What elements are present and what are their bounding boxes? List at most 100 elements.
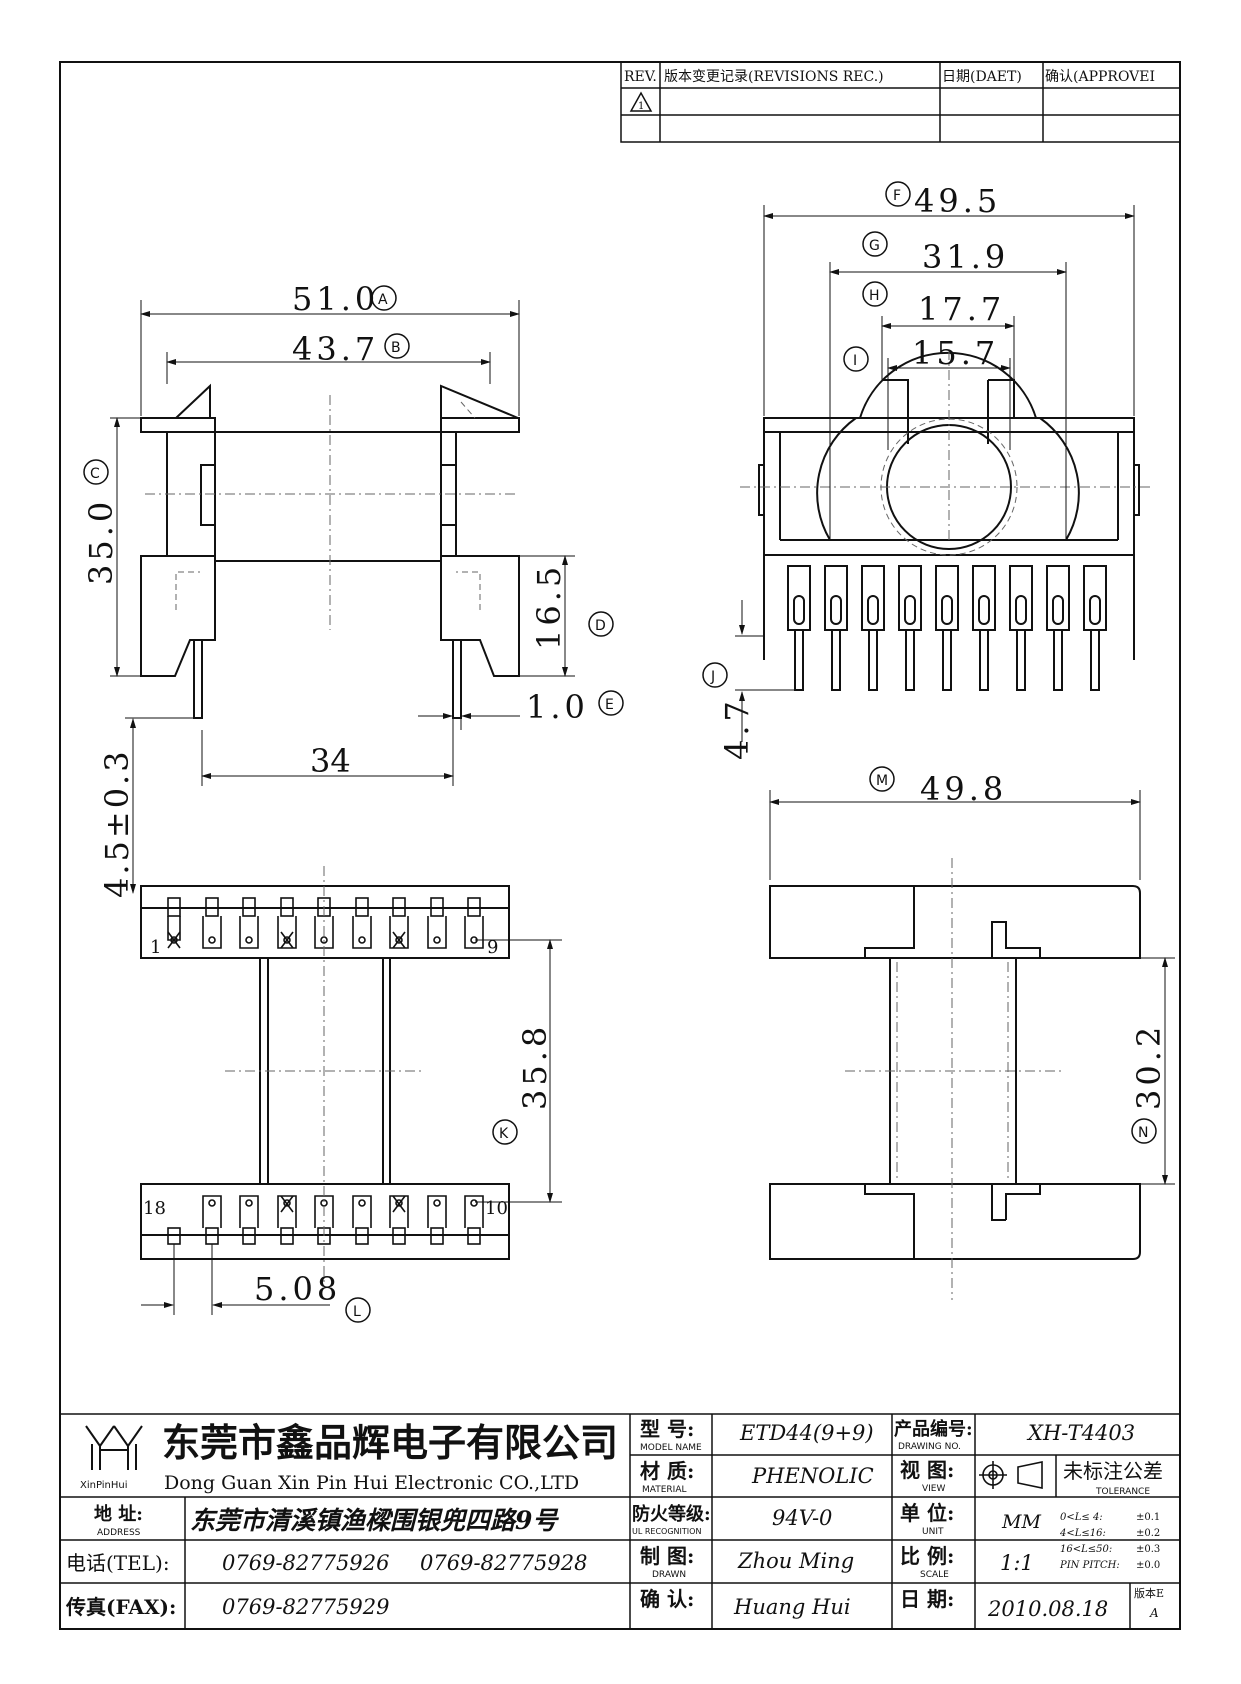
tolerance-range-2: 4<L≤16: — [1059, 1528, 1106, 1539]
dim-b-value: 43.7 — [292, 330, 379, 368]
dim-j-marker — [702, 662, 728, 688]
dim-f-marker-label: F — [893, 188, 901, 204]
company-name-cn: 东莞市鑫品辉电子有限公司 — [162, 1420, 618, 1465]
dim-m-value: 49.8 — [920, 770, 1007, 808]
model-label: 型 号: — [640, 1417, 694, 1441]
dim-h-marker-label: H — [869, 288, 880, 304]
tolerance-range-3: 16<L≤50: — [1060, 1544, 1112, 1555]
dim-b-marker-label: B — [391, 340, 401, 356]
revision-table — [620, 61, 1181, 143]
dim-l-value: 5.08 — [254, 1270, 341, 1308]
dim-n-marker-label: N — [1138, 1125, 1148, 1141]
bottom-view — [140, 885, 510, 1260]
dim-l-marker — [345, 1297, 371, 1323]
bottom-view-pins-top — [167, 897, 484, 949]
address-label: 地 址: — [94, 1503, 143, 1525]
fax-label: 传真(FAX): — [65, 1595, 176, 1619]
ul-label: 防火等级: — [632, 1503, 711, 1525]
dim-pin-length-value: 4.5±0.3 — [98, 748, 136, 898]
tel-2-value: 0769-82775928 — [420, 1551, 587, 1575]
revision-row1-number: 1 — [638, 101, 644, 112]
check-label: 确 认: — [640, 1587, 694, 1611]
pin-9-label: 9 — [487, 937, 498, 958]
dim-d-marker — [588, 611, 614, 637]
drawing-no-label: 产品编号: — [894, 1418, 973, 1440]
scale-label: 比 例: — [900, 1544, 954, 1568]
projection-symbol — [979, 1461, 1043, 1489]
scale-label-en: SCALE — [920, 1570, 949, 1580]
version-label: 版本E — [1134, 1586, 1164, 1600]
date-col-header: 日期(DAET) — [942, 69, 1022, 85]
date-label: 日 期: — [900, 1587, 954, 1611]
tolerance-range-1: 0<L≤ 4: — [1060, 1512, 1103, 1523]
view-label-en: VIEW — [922, 1484, 945, 1494]
dim-d-marker-label: D — [595, 618, 606, 634]
pin-10-label: 10 — [485, 1198, 508, 1219]
unit-label-en: UNIT — [922, 1527, 944, 1537]
drawn-label-en: DRAWN — [652, 1570, 686, 1580]
dim-a-marker — [371, 285, 397, 311]
title-block-grid — [60, 1413, 1180, 1629]
address-value: 东莞市清溪镇渔樑围银兜四路9号 — [190, 1506, 559, 1535]
dim-g-marker — [862, 231, 888, 257]
rev-col-header: REV. — [624, 69, 657, 85]
dim-b-marker — [384, 333, 410, 359]
dim-c-value: 35.0 — [82, 498, 120, 585]
dim-j-value: 4.7 — [718, 697, 756, 760]
material-value: PHENOLIC — [751, 1464, 874, 1488]
dim-h-value: 17.7 — [918, 290, 1005, 328]
ul-label-en: UL RECOGNITION — [632, 1527, 701, 1536]
dim-i-value: 15.7 — [912, 334, 999, 372]
tolerance-value-1: ±0.1 — [1136, 1512, 1160, 1523]
drawn-value: Zhou Ming — [737, 1549, 854, 1573]
address-label-en: ADDRESS — [97, 1528, 141, 1538]
tolerance-value-4: ±0.0 — [1136, 1560, 1160, 1571]
tolerance-label: 未标注公差 — [1063, 1459, 1163, 1483]
dim-e-value: 1.0 — [526, 688, 589, 726]
dim-k-marker-label: K — [499, 1126, 509, 1142]
drawing-no-label-en: DRAWING NO. — [898, 1442, 961, 1452]
approve-col-header: 确认(APPROVEI — [1045, 69, 1155, 85]
dim-m-marker-label: M — [876, 773, 888, 789]
bottom-view-pins-bottom — [167, 1195, 484, 1245]
dim-i-marker — [843, 346, 869, 372]
dim-pin-span-value: 34 — [310, 742, 351, 780]
dim-m-marker — [869, 766, 895, 792]
drawing-border — [59, 61, 1181, 1630]
dim-f-marker — [885, 181, 911, 207]
dim-e-marker-label: E — [605, 697, 614, 713]
dim-g-marker-label: G — [869, 238, 880, 254]
dim-e-marker — [598, 690, 624, 716]
pin-18-label: 18 — [143, 1198, 166, 1219]
tolerance-value-2: ±0.2 — [1136, 1528, 1160, 1539]
company-name-en: Dong Guan Xin Pin Hui Electronic CO.,LTD — [164, 1472, 579, 1494]
dim-d-value: 16.5 — [530, 563, 568, 650]
company-logo — [85, 1425, 143, 1470]
material-label-en: MATERIAL — [642, 1485, 687, 1495]
unit-value: MM — [1001, 1511, 1041, 1533]
fax-value: 0769-82775929 — [222, 1595, 389, 1619]
tel-1-value: 0769-82775926 — [222, 1551, 389, 1575]
model-value: ETD44(9+9) — [739, 1421, 874, 1445]
side-view — [758, 351, 1140, 691]
dim-a-value: 51.0 — [292, 280, 379, 318]
tolerance-value-3: ±0.3 — [1136, 1544, 1160, 1555]
logo-text: XinPinHui — [80, 1480, 128, 1491]
dim-n-marker — [1131, 1118, 1157, 1144]
dim-k-value: 35.8 — [516, 1023, 554, 1110]
tolerance-label-en: TOLERANCE — [1095, 1487, 1150, 1497]
tel-label: 电话(TEL): — [66, 1551, 170, 1575]
dim-l-marker-label: L — [353, 1304, 361, 1320]
dim-a-marker-label: A — [378, 292, 388, 308]
view-label: 视 图: — [900, 1458, 954, 1482]
version-value: A — [1149, 1606, 1159, 1620]
dim-k-marker — [492, 1119, 518, 1145]
model-label-en: MODEL NAME — [640, 1443, 702, 1453]
revision-record-col-header: 版本变更记录(REVISIONS REC.) — [664, 69, 884, 85]
drawing-no-value: XH-T4403 — [1026, 1421, 1135, 1445]
dim-h-marker — [862, 281, 888, 307]
dim-c-marker-label: C — [90, 466, 100, 482]
check-value: Huang Hui — [733, 1595, 851, 1619]
dim-i-marker-label: I — [853, 353, 857, 369]
